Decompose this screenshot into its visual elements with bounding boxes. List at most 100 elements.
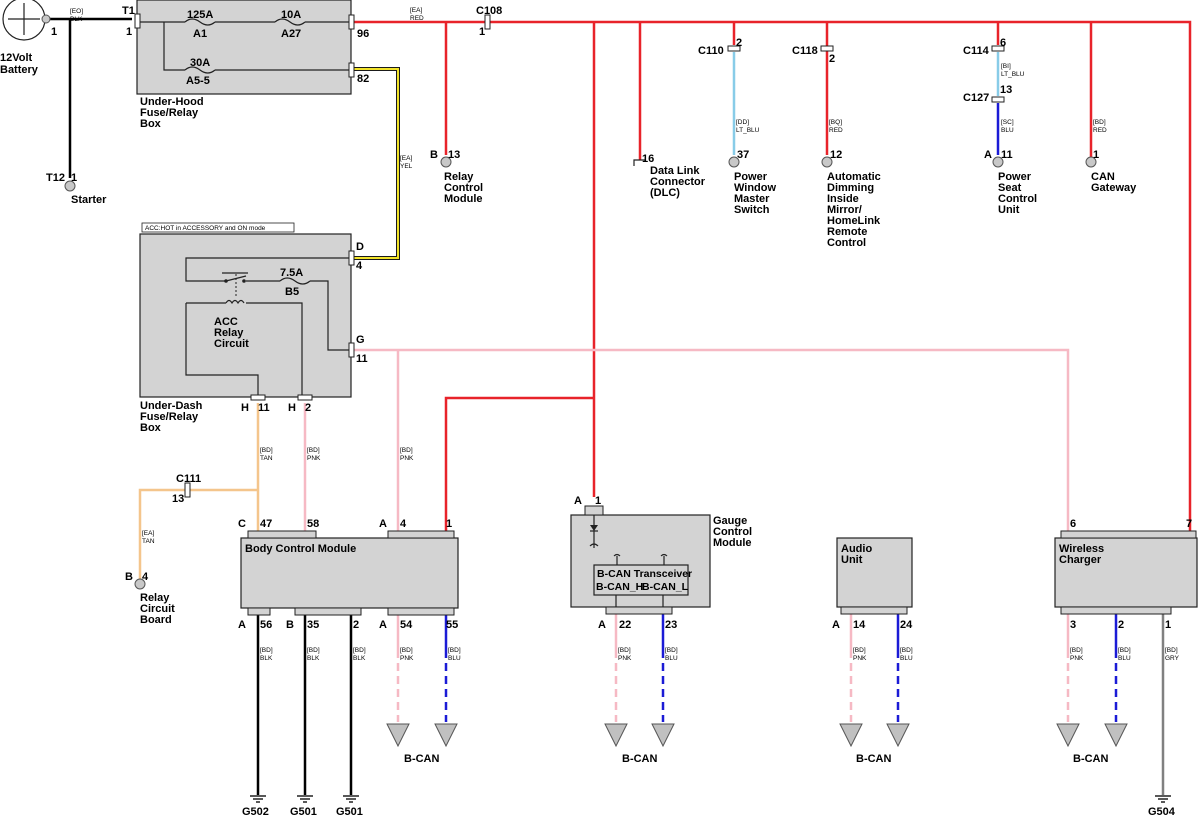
bd-pnk4-color: PNK	[400, 455, 414, 462]
ground-icon	[343, 795, 359, 803]
audio-label-1: Audio	[841, 543, 872, 555]
wireless-blu-circuit: [BD]	[1118, 647, 1131, 654]
acc-note-box	[141, 222, 295, 233]
pin-g-connector	[348, 342, 355, 358]
auto-dimming-label-5: HomeLink	[827, 215, 881, 227]
gauge-top-pin: 1	[595, 495, 601, 507]
gauge-ground-arc	[589, 543, 599, 547]
gauge-label-1: Gauge	[713, 515, 747, 527]
yel-wire-outline	[354, 67, 400, 260]
c127-name: C127	[963, 92, 989, 104]
bcm-top-pin-58: 58	[307, 518, 319, 530]
bd-pnk58-color: PNK	[307, 455, 321, 462]
sc-circuit: [SC]	[1001, 119, 1014, 126]
gauge-pnk-circuit: [BD]	[618, 647, 631, 654]
dlc-label-2: Connector	[650, 176, 706, 188]
underhood-label-3: Box	[140, 118, 162, 130]
acc-note: ACC:HOT in ACCESSORY and ON mode	[145, 225, 266, 232]
bd-red-circuit: [BD]	[1093, 119, 1106, 126]
relay-control-label-1: Relay	[444, 171, 474, 183]
bcm-red-wire	[444, 396, 594, 532]
power-seat-pin: 11	[1001, 149, 1013, 161]
power-seat-label-3: Control	[998, 193, 1037, 205]
battery-pin: 1	[51, 26, 57, 38]
power-window-label-1: Power	[734, 171, 768, 183]
pin-h11-letter: H	[241, 402, 249, 414]
relay-board-label-3: Board	[140, 614, 172, 626]
gauge-bottom-connector	[605, 606, 673, 615]
pin-h11-connector	[250, 394, 266, 401]
pin-d-number: 4	[356, 260, 363, 272]
bd-pnk58-circuit: [BD]	[307, 447, 320, 454]
bd-pnk4-circuit: [BD]	[400, 447, 413, 454]
relay-board-label-2: Circuit	[140, 603, 175, 615]
wireless-top-connector	[1060, 530, 1197, 539]
audio-label-2: Unit	[841, 554, 863, 566]
transceiver-name: B-CAN Transceiver	[597, 568, 692, 580]
wireless-gry-circuit: [BD]	[1165, 647, 1178, 654]
dlc-pin: 16	[642, 153, 654, 165]
gauge-blu-color: BLU	[665, 655, 678, 662]
c108-pin: 1	[479, 26, 485, 38]
audio-bottom-pin-letter: A	[832, 619, 840, 631]
underdash-box	[139, 233, 352, 398]
can-gateway-label-1: CAN	[1091, 171, 1115, 183]
t1-pin: 1	[126, 26, 132, 38]
relay-coil-return	[185, 303, 259, 397]
pin82-connector	[348, 62, 355, 78]
auto-dimming-label-1: Automatic	[827, 171, 881, 183]
wireless-pnk-circuit: [BD]	[1070, 647, 1083, 654]
bcan-label-audio: B-CAN	[856, 753, 891, 765]
ground-g504: G504	[1148, 806, 1176, 816]
relay-control-label-3: Module	[444, 193, 483, 205]
dlc-label-1: Data Link	[650, 165, 700, 177]
relay-board-label-1: Relay	[140, 592, 170, 604]
ground-symbols	[250, 795, 1171, 803]
gauge-top-pin-letter: A	[574, 495, 582, 507]
ea-yel-circuit: [EA]	[400, 155, 412, 162]
starter-terminal	[64, 180, 76, 192]
bcm-top-connector-c	[247, 530, 317, 539]
relay-control-pin-letter: B	[430, 149, 438, 161]
c110-connector	[727, 45, 741, 52]
pnk-bus-wire	[354, 348, 1070, 532]
relay-board-tan-wire	[138, 488, 185, 580]
auto-dimming-label-3: Inside	[827, 193, 859, 205]
c108-name: C108	[476, 5, 502, 17]
pin-g-number: 11	[356, 353, 368, 365]
bcm-box	[240, 537, 459, 609]
t1-connector-body	[134, 13, 141, 29]
c110-name: C110	[698, 45, 724, 57]
c127-pin: 13	[1000, 84, 1012, 96]
wireless-top-pin-7: 7	[1186, 518, 1192, 530]
gauge-pnk-color: PNK	[618, 655, 632, 662]
ground-icon	[250, 795, 266, 803]
power-window-label-2: Window	[734, 182, 776, 194]
c118-pin: 2	[829, 53, 835, 65]
power-window-label-4: Switch	[734, 204, 770, 216]
bi-circuit: [BI]	[1001, 63, 1011, 70]
wireless-blu-color: BLU	[1118, 655, 1131, 662]
underhood-box	[136, 0, 352, 95]
relay-coil-symbol	[225, 299, 245, 305]
dlc-connector-symbol	[633, 159, 646, 166]
wireless-top-pin-6: 6	[1070, 518, 1076, 530]
starter-connector: T12	[46, 172, 65, 184]
wireless-label-2: Charger	[1059, 554, 1102, 566]
gauge-label-3: Module	[713, 537, 752, 549]
audio-box	[836, 537, 913, 608]
gauge-bottom-pin-letter: A	[598, 619, 606, 631]
gauge-blu-circuit: [BD]	[665, 647, 678, 654]
ea-tan-circuit: [EA]	[142, 530, 154, 537]
bcm-bottom-connector-b	[294, 607, 362, 616]
eo-circuit: [EO]	[70, 8, 83, 15]
fuse-a55-rating: 30A	[190, 57, 210, 69]
pin-h2-letter: H	[288, 402, 296, 414]
fuse-b5-name: B5	[285, 286, 299, 298]
c118-connector	[820, 45, 834, 52]
fuse-a55-symbol	[184, 66, 216, 74]
bq-circuit: [BQ]	[829, 119, 842, 126]
fuse-a55-name: A5-5	[186, 75, 210, 87]
fuse-a27-rating: 10A	[281, 9, 301, 21]
pin-h2-number: 2	[305, 402, 311, 414]
